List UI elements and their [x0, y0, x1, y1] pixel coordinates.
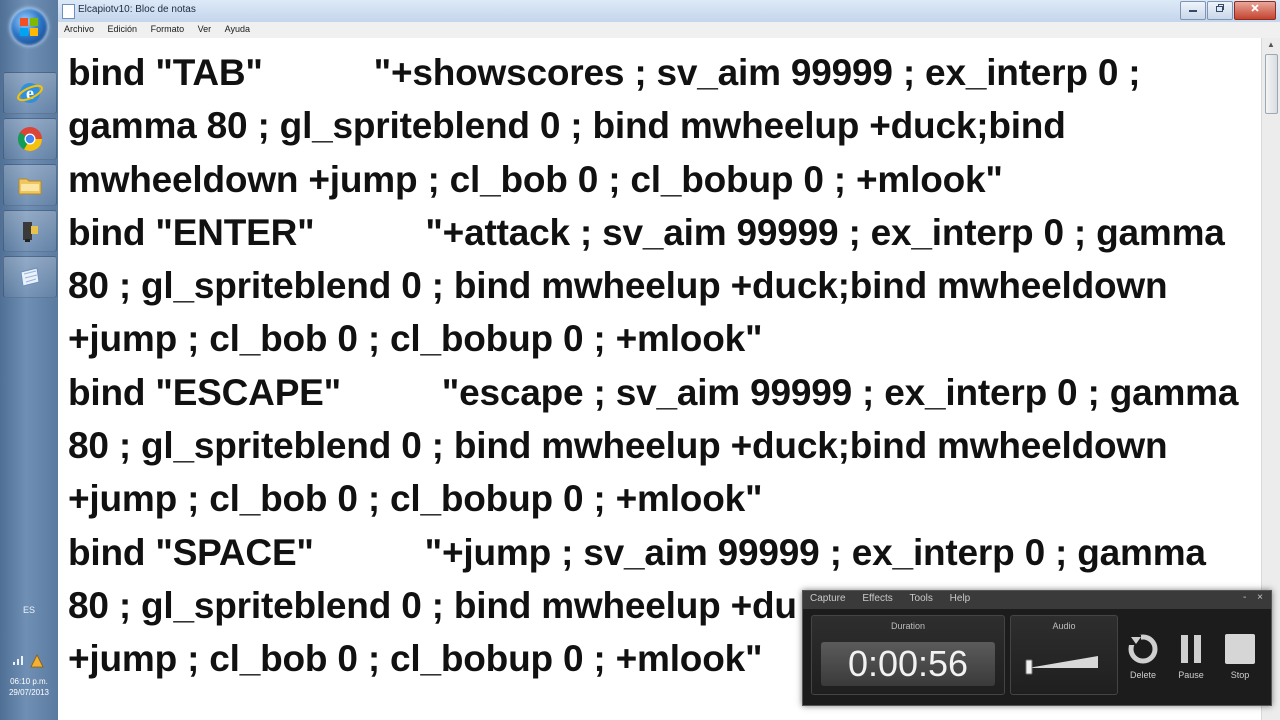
notepad-icon	[20, 267, 40, 287]
taskbar-notepad-button[interactable]	[3, 256, 57, 298]
taskbar-app-button[interactable]	[3, 210, 57, 252]
application-icon	[23, 222, 38, 242]
vertical-scrollbar[interactable]: ▲	[1261, 38, 1280, 720]
internet-explorer-icon: e	[17, 83, 43, 103]
taskbar: e ES	[0, 0, 59, 720]
minimize-button[interactable]	[1180, 1, 1206, 20]
menu-archivo[interactable]: Archivo	[64, 24, 95, 34]
recorder-menu-tools[interactable]: Tools	[909, 593, 933, 604]
taskbar-chrome-button[interactable]	[3, 118, 57, 160]
delete-label: Delete	[1129, 670, 1156, 680]
menu-bar: Archivo Edición Formato Ver Ayuda	[58, 22, 1280, 39]
taskbar-explorer-button[interactable]	[3, 164, 57, 206]
duration-label: Duration	[890, 621, 926, 631]
clock-date: 29/07/2013	[8, 688, 50, 697]
tray-icons	[12, 654, 45, 672]
pause-button[interactable]: Pause	[1169, 631, 1213, 680]
scroll-up-arrow-icon[interactable]: ▲	[1267, 40, 1275, 49]
stop-label: Stop	[1230, 670, 1250, 680]
tray-clock[interactable]: 06:10 p.m. 29/07/2013	[0, 676, 58, 698]
clock-time: 06:10 p.m.	[10, 677, 48, 686]
restore-icon	[1216, 4, 1224, 12]
recorder-menu-help[interactable]: Help	[949, 593, 971, 604]
notepad-title-icon	[62, 4, 75, 19]
text-editor[interactable]: bind "TAB" "+showscores ; sv_aim 99999 ;…	[58, 38, 1262, 720]
maximize-button[interactable]	[1207, 1, 1233, 20]
audio-panel: Audio	[1010, 615, 1118, 695]
warning-flag-icon[interactable]	[30, 654, 45, 668]
notepad-window: Elcapiotv10: Bloc de notas Archivo Edici…	[58, 0, 1280, 720]
recorder-window-buttons: - ×	[1237, 592, 1265, 603]
recorder-minimize-button[interactable]: -	[1243, 592, 1247, 603]
taskbar-ie-button[interactable]: e	[3, 72, 57, 114]
editor-content[interactable]: bind "TAB" "+showscores ; sv_aim 99999 ;…	[68, 52, 1239, 680]
screen-recorder-widget: Capture Effects Tools Help - × Duration …	[802, 590, 1272, 706]
menu-ver[interactable]: Ver	[197, 24, 212, 34]
folder-icon	[18, 178, 42, 195]
pause-label: Pause	[1178, 670, 1204, 680]
close-icon	[1251, 4, 1259, 12]
window-titlebar[interactable]: Elcapiotv10: Bloc de notas	[58, 0, 1280, 23]
chrome-icon	[17, 127, 42, 152]
menu-edicion[interactable]: Edición	[107, 24, 138, 34]
network-icon[interactable]	[12, 654, 26, 666]
svg-text:e: e	[26, 83, 34, 103]
duration-timer: 0:00:56	[821, 642, 995, 686]
stop-icon	[1225, 634, 1255, 664]
recorder-menu-effects[interactable]: Effects	[862, 593, 893, 604]
scrollbar-thumb[interactable]	[1265, 54, 1278, 114]
audio-label: Audio	[1052, 621, 1076, 631]
recorder-menu-bar: Capture Effects Tools Help - ×	[803, 591, 1271, 609]
delete-icon	[1128, 634, 1158, 664]
window-title: Elcapiotv10: Bloc de notas	[78, 4, 196, 15]
menu-formato[interactable]: Formato	[150, 24, 185, 34]
pause-icon	[1181, 635, 1201, 663]
recorder-menu-capture[interactable]: Capture	[810, 593, 846, 604]
start-button[interactable]	[10, 8, 48, 46]
menu-ayuda[interactable]: Ayuda	[224, 24, 250, 34]
language-indicator[interactable]: ES	[22, 605, 35, 615]
window-controls	[1179, 1, 1276, 20]
delete-button[interactable]: Delete	[1121, 631, 1165, 680]
recorder-close-button[interactable]: ×	[1257, 592, 1263, 603]
duration-panel: Duration 0:00:56	[811, 615, 1005, 695]
stop-button[interactable]: Stop	[1218, 631, 1262, 680]
windows-logo-icon	[20, 18, 38, 36]
close-button[interactable]	[1234, 1, 1276, 20]
audio-level-slider[interactable]	[1024, 646, 1104, 676]
minimize-icon	[1189, 10, 1197, 12]
